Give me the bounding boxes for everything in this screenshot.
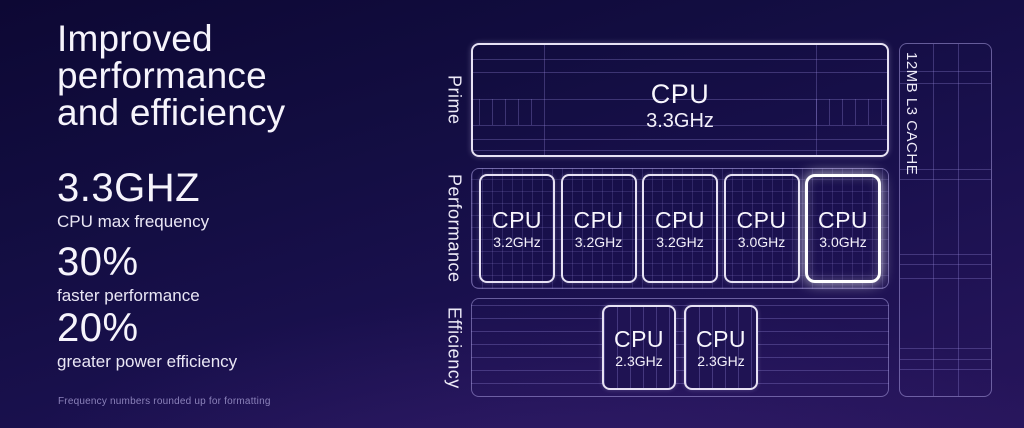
- core-frequency: 3.2GHz: [656, 233, 704, 250]
- page-title-line-3: and efficiency: [57, 92, 286, 133]
- performance-core-card: CPU 3.0GHz: [723, 174, 800, 283]
- stat-value: 3.3GHZ: [57, 166, 201, 210]
- core-name: CPU: [817, 206, 869, 233]
- prime-core-block: CPU 3.3GHz: [471, 43, 889, 157]
- stat-faster-performance: 30% faster performance: [57, 241, 200, 305]
- stat-label: greater power efficiency: [57, 352, 238, 371]
- stat-value: 20%: [57, 306, 139, 350]
- stat-cpu-max-frequency: 3.3GHZ CPU max frequency: [57, 167, 209, 231]
- stat-power-efficiency: 20% greater power efficiency: [57, 307, 237, 371]
- prime-core: CPU 3.3GHz: [473, 45, 887, 155]
- performance-core-card: CPU 3.2GHz: [560, 174, 637, 283]
- performance-row-label: Performance: [444, 174, 465, 283]
- core-frequency: 3.0GHz: [819, 233, 867, 250]
- footnote: Frequency numbers rounded up for formatt…: [58, 396, 271, 407]
- performance-core-card-highlighted: CPU 3.0GHz: [805, 174, 881, 283]
- core-name: CPU: [573, 206, 624, 233]
- performance-core-card: CPU 3.2GHz: [479, 174, 555, 283]
- core-frequency: 3.0GHz: [737, 233, 786, 250]
- stat-label: faster performance: [57, 286, 200, 305]
- core-name: CPU: [654, 206, 706, 233]
- core-name: CPU: [491, 206, 543, 233]
- circuit-grid: [473, 45, 887, 155]
- efficiency-row-label: Efficiency: [444, 306, 465, 389]
- core-name: CPU: [613, 325, 665, 352]
- core-name: CPU: [736, 206, 787, 233]
- circuit-ticks-right: [816, 99, 886, 125]
- stat-label: CPU max frequency: [57, 212, 210, 231]
- page-title-line-2: performance: [57, 55, 267, 96]
- core-name: CPU: [695, 325, 747, 352]
- circuit-ticks-left: [479, 99, 544, 125]
- performance-core-card: CPU 3.2GHz: [642, 174, 718, 283]
- efficiency-cluster: CPU 2.3GHz CPU 2.3GHz: [471, 298, 889, 397]
- core-frequency: 2.3GHz: [615, 352, 663, 369]
- core-frequency: 3.2GHz: [574, 233, 623, 250]
- core-frequency: 2.3GHz: [697, 352, 745, 369]
- page-title-line-1: Improved: [57, 18, 213, 59]
- performance-cluster: CPU 3.2GHz CPU 3.2GHz CPU 3.2GHz CPU 3.0…: [471, 168, 889, 289]
- l3-cache-block: [899, 43, 992, 397]
- core-frequency: 3.3GHz: [646, 110, 714, 132]
- stat-value: 30%: [57, 240, 139, 284]
- l3-cache-label: 12MB L3 CACHE: [903, 52, 920, 176]
- efficiency-core-card: CPU 2.3GHz: [684, 305, 758, 390]
- page-title: Improved performance and efficiency: [57, 20, 285, 131]
- efficiency-core-card: CPU 2.3GHz: [602, 305, 676, 390]
- core-name: CPU: [650, 79, 710, 109]
- prime-row-label: Prime: [444, 75, 465, 125]
- core-frequency: 3.2GHz: [493, 233, 541, 250]
